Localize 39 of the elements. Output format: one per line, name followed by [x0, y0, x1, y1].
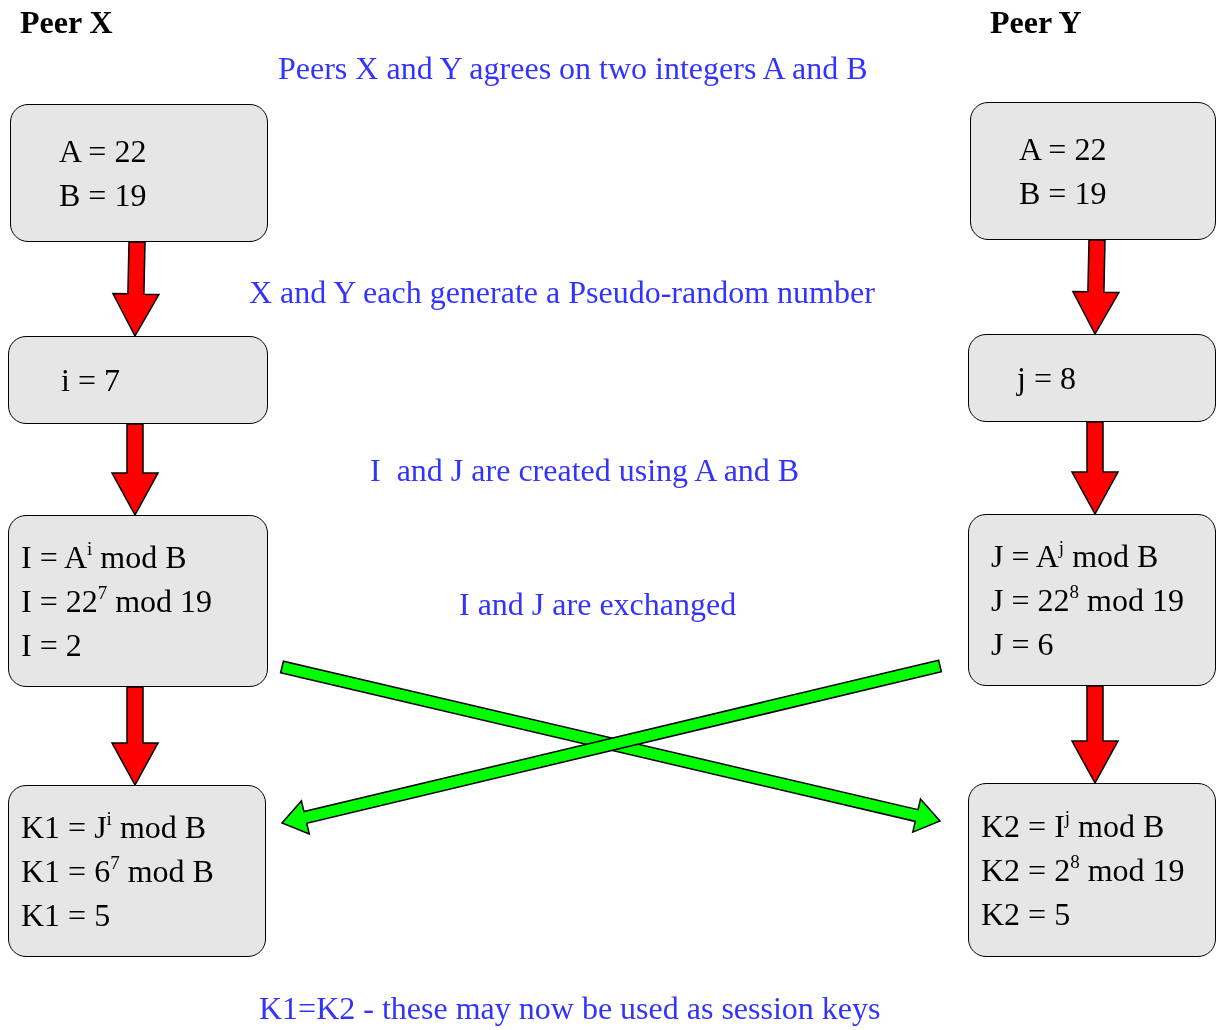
peer-heading: Peer Y — [990, 4, 1082, 41]
formula-text: K2 = 2$^{8}$ mod 19 — [981, 850, 1185, 890]
formula-text: j = 8 — [1017, 359, 1076, 398]
arrow — [1071, 239, 1121, 336]
formula-text: K1 = J$^{i}$ mod B — [21, 807, 207, 847]
formula-text: A = 22 — [1019, 130, 1107, 169]
formula-text: I = 22$^{7}$ mod 19 — [21, 581, 213, 621]
process-box — [10, 104, 268, 242]
arrow — [110, 686, 160, 787]
step-caption: I and J are created using A and B — [370, 452, 800, 489]
formula-text: K1 = 6$^{7}$ mod B — [21, 851, 214, 891]
formula-text: J = A$^{j}$ mod B — [991, 536, 1159, 576]
process-box — [970, 102, 1216, 240]
step-caption: Peers X and Y agrees on two integers A and B — [278, 50, 868, 87]
arrow — [110, 423, 160, 517]
arrow — [1070, 421, 1120, 516]
formula-text: J = 22$^{8}$ mod 19 — [991, 580, 1184, 620]
formula-text: K2 = 5 — [981, 895, 1071, 934]
step-caption: I and J are exchanged — [459, 586, 737, 623]
peer-heading: Peer X — [20, 4, 113, 41]
step-caption: X and Y each generate a Pseudo-random number — [249, 274, 875, 311]
formula-text: I = 2 — [21, 626, 82, 665]
formula-text: K2 = I$^{j}$ mod B — [981, 806, 1165, 846]
process-box — [8, 785, 266, 957]
step-caption: K1=K2 - these may now be used as session keys — [259, 990, 881, 1027]
formula-text: B = 19 — [59, 176, 147, 215]
process-box — [968, 514, 1216, 686]
process-box — [8, 336, 268, 424]
formula-text: I = A$^{i}$ mod B — [21, 537, 187, 577]
formula-text: J = 6 — [991, 625, 1054, 664]
process-box — [968, 334, 1216, 422]
formula-text: K1 = 5 — [21, 896, 111, 935]
formula-text: A = 22 — [59, 132, 147, 171]
process-box — [968, 783, 1216, 957]
formula-text: i = 7 — [61, 361, 120, 400]
arrow — [1070, 685, 1120, 785]
formula-text: B = 19 — [1019, 174, 1107, 213]
arrow — [111, 241, 161, 338]
process-box — [8, 515, 268, 687]
